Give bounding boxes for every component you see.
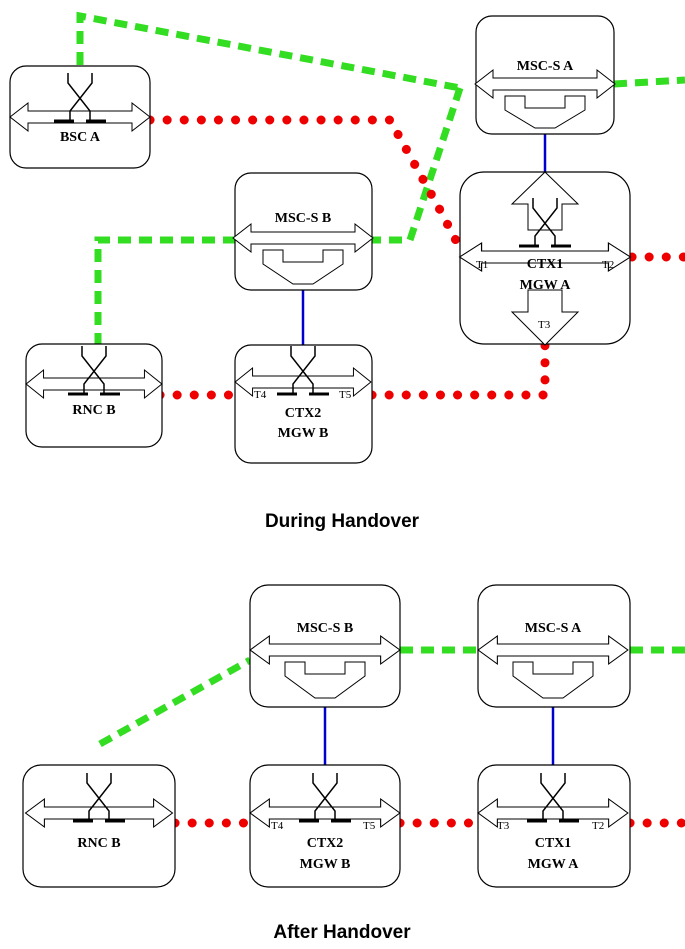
down-arrow-icon — [512, 661, 594, 699]
ctx1-label: CTX1 — [527, 257, 564, 272]
down-arrow-icon — [510, 289, 580, 346]
terminal-t4: T4 — [271, 820, 284, 832]
signalling-link — [372, 86, 464, 244]
msc-s-b-label: MSC-S B — [275, 211, 331, 226]
msc-s-b-node: MSC-S B — [232, 172, 374, 291]
mgw-b-label: MGW B — [278, 426, 329, 441]
mgw-b-label: MGW B — [300, 857, 351, 872]
terminal-t3: T3 — [538, 319, 551, 331]
msc-s-b-node: MSC-S B — [249, 584, 401, 708]
mgw-a-label: MGW A — [528, 857, 580, 872]
down-arrow-icon — [262, 249, 344, 285]
terminal-t1: T1 — [476, 259, 488, 271]
msc-s-a-node: MSC-S A — [477, 584, 631, 708]
terminal-t4: T4 — [254, 389, 267, 401]
signalling-links-after — [98, 646, 685, 748]
rnc-b-node: RNC B — [22, 764, 176, 888]
during-handover-caption: During Handover — [265, 511, 420, 532]
mgw-b-node: CTX2 MGW B T4 T5 — [234, 344, 373, 464]
after-handover-section: MSC-S B MSC-S A RNC B CTX2 MGW B T4 T5 — [22, 584, 685, 943]
signalling-link — [613, 76, 685, 88]
mgw-b-node: CTX2 MGW B T4 T5 — [249, 764, 401, 888]
ctx2-label: CTX2 — [307, 836, 344, 851]
mgw-a-label: MGW A — [520, 278, 572, 293]
msc-s-a-label: MSC-S A — [517, 59, 574, 74]
mgw-a-node: CTX1 MGW A T3 T2 — [477, 764, 631, 888]
bsc-a-node: BSC A — [9, 65, 151, 169]
terminal-t5: T5 — [363, 820, 376, 832]
terminal-t3: T3 — [497, 820, 510, 832]
ctx1-label: CTX1 — [535, 836, 572, 851]
bearer-links-during — [145, 115, 685, 400]
after-handover-caption: After Handover — [273, 922, 411, 943]
bearer-link — [367, 340, 550, 400]
down-arrow-icon — [284, 661, 366, 699]
bsc-a-label: BSC A — [60, 130, 101, 145]
terminal-t2: T2 — [602, 259, 614, 271]
rnc-b-label: RNC B — [72, 403, 115, 418]
ctx2-label: CTX2 — [285, 406, 322, 421]
down-arrow-icon — [504, 95, 586, 129]
up-arrow-icon — [510, 171, 580, 231]
terminal-t5: T5 — [339, 389, 352, 401]
terminal-t2: T2 — [592, 820, 604, 832]
msc-s-a-node: MSC-S A — [474, 15, 616, 135]
during-handover-section: BSC A MSC-S A MSC-S B CTX1 MGW A T1 T2 — [9, 11, 685, 532]
mgw-a-node: CTX1 MGW A T1 T2 T3 — [458, 171, 632, 346]
rnc-b-label: RNC B — [77, 836, 120, 851]
msc-s-a-label: MSC-S A — [525, 621, 582, 636]
signalling-link — [76, 11, 461, 92]
msc-s-b-label: MSC-S B — [297, 621, 353, 636]
rnc-b-node: RNC B — [25, 343, 163, 448]
bearer-link — [145, 115, 467, 257]
signalling-link — [98, 656, 252, 748]
signalling-link — [94, 236, 236, 344]
signalling-links-during — [76, 11, 685, 344]
